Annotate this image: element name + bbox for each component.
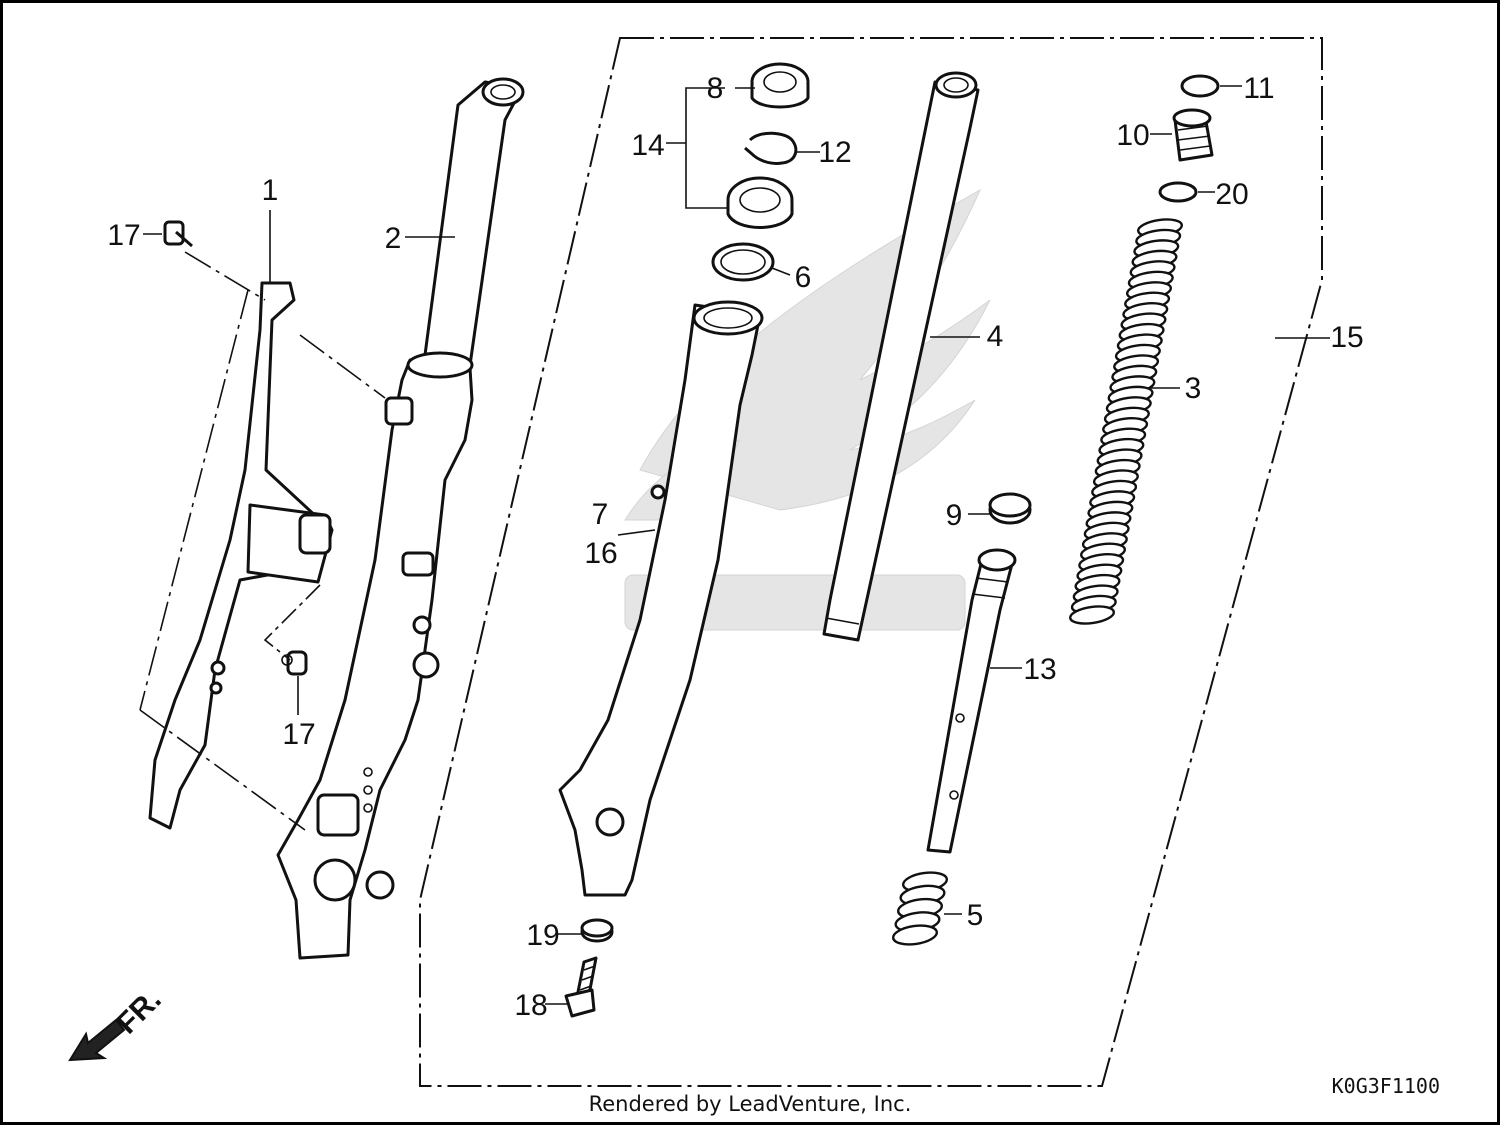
callout-7: 7 (592, 498, 609, 531)
callout-9: 9 (946, 499, 963, 532)
fork-assembly-left (276, 77, 525, 960)
spring-coil (1068, 605, 1116, 625)
callout-3: 3 (1185, 372, 1202, 405)
callout-20: 20 (1215, 178, 1248, 211)
callout-1: 1 (262, 174, 279, 207)
oil-seal (750, 62, 810, 109)
assembly-boundary (419, 37, 1323, 1087)
callout-16: 16 (584, 537, 617, 570)
callout-15: 15 (1330, 321, 1363, 354)
callout-4: 4 (987, 320, 1004, 353)
circlip (744, 131, 798, 165)
fork-inner-tube (822, 71, 980, 642)
callout-18: 18 (514, 989, 547, 1022)
callout-14: 14 (631, 129, 664, 162)
fork-piston (926, 548, 1017, 854)
cover-bolt-top (163, 220, 193, 248)
callout-17-lower: 17 (282, 718, 315, 751)
top-small-parts (1158, 74, 1220, 203)
rebound-spring (891, 871, 949, 946)
fork-seal-bushing (726, 176, 794, 229)
callout-8: 8 (707, 72, 724, 105)
callout-10: 10 (1116, 119, 1149, 152)
callout-2: 2 (385, 222, 402, 255)
socket-bolt (564, 956, 598, 1018)
fork-spring (1068, 218, 1184, 625)
spring-coil (891, 924, 939, 946)
callout-13: 13 (1023, 653, 1056, 686)
fork-cover (148, 281, 334, 830)
callout-12: 12 (818, 136, 851, 169)
sealing-washer (580, 918, 614, 943)
callout-5: 5 (967, 899, 984, 932)
footer-credit: Rendered by LeadVenture, Inc. (588, 1092, 912, 1116)
callout-17-top: 17 (107, 219, 140, 252)
diagram-code: K0G3F1100 (1332, 1074, 1440, 1098)
rebound-spring-seat (988, 492, 1032, 525)
callout-11: 11 (1243, 72, 1274, 105)
callout-6: 6 (795, 261, 812, 294)
fork-slider-right (558, 300, 764, 897)
callout-19: 19 (526, 919, 559, 952)
cover-bolt-lower (281, 650, 308, 676)
front-arrow-icon: FR. (68, 983, 168, 1062)
